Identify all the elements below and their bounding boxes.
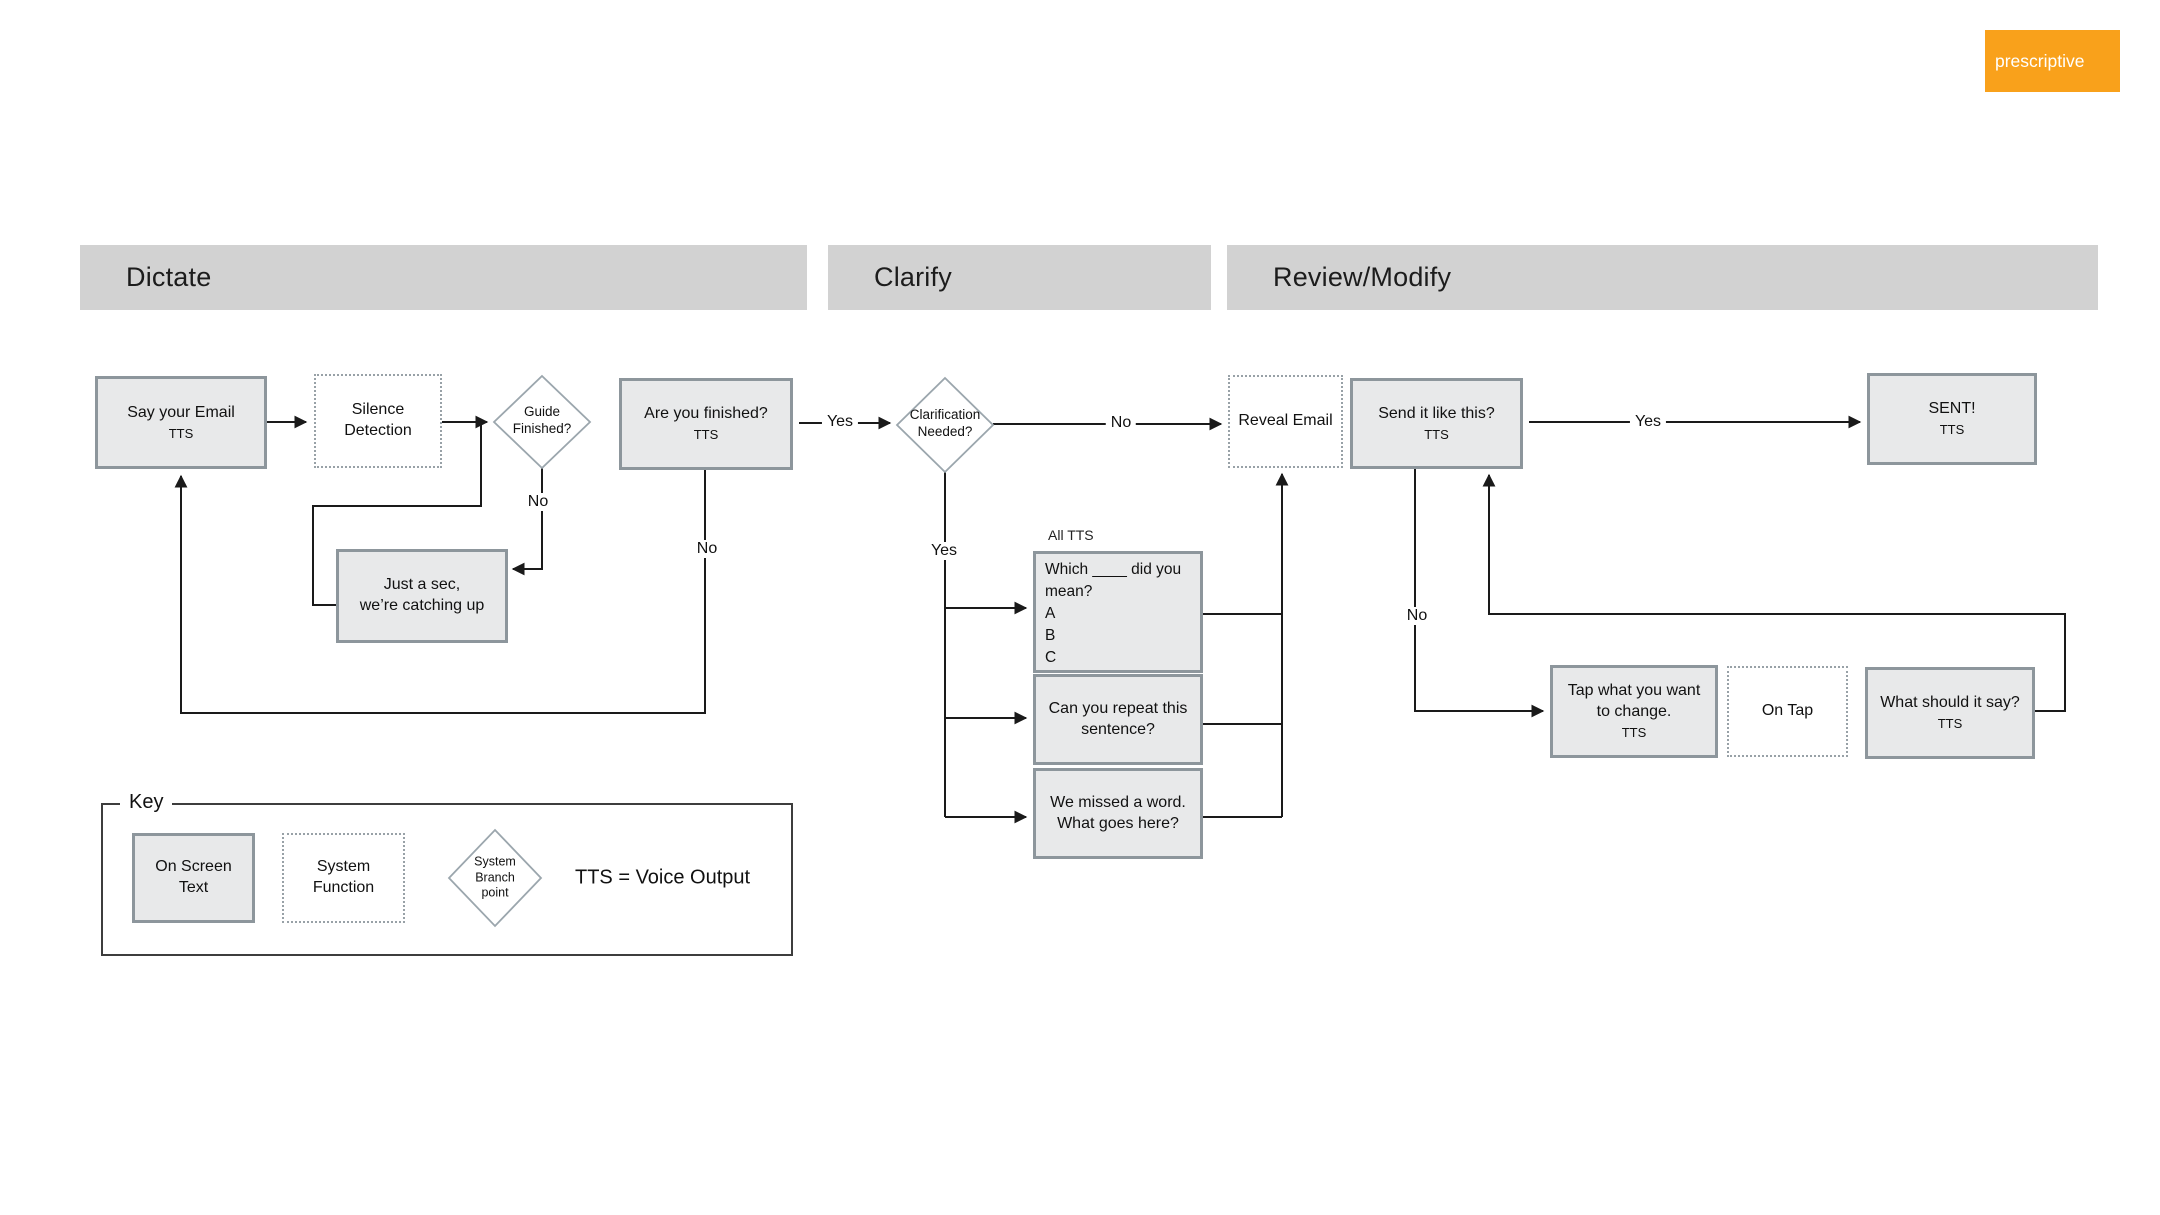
node-send-it-like-this: Send it like this? TTS bbox=[1350, 378, 1523, 469]
node-which-did-you-mean: Which ____ did you mean? A B C bbox=[1033, 551, 1203, 673]
node-can-you-repeat: Can you repeat this sentence? bbox=[1033, 674, 1203, 765]
node-title: Are you finished? bbox=[644, 405, 768, 423]
guide-finished-diamond bbox=[492, 374, 592, 470]
edge-label-guide-no: No bbox=[522, 493, 554, 511]
node-title: System Function bbox=[312, 858, 375, 896]
node-title: Just a sec, we’re catching up bbox=[359, 576, 485, 614]
node-title: Which ____ did you mean? A B C bbox=[1045, 561, 1182, 666]
key-system-function: System Function bbox=[282, 833, 405, 923]
prescriptive-badge: prescriptive bbox=[1985, 30, 2120, 92]
phase-bar-clarify: Clarify bbox=[828, 245, 1211, 310]
edge-label-clarification-no: No bbox=[1105, 414, 1137, 432]
node-title: Send it like this? bbox=[1378, 404, 1495, 422]
node-title: What should it say? bbox=[1880, 694, 2020, 712]
tts-label: TTS bbox=[1937, 716, 1963, 732]
key-on-screen-text: On Screen Text bbox=[132, 833, 255, 923]
node-silence-detection: Silence Detection bbox=[314, 374, 442, 468]
edge-label-send-no: No bbox=[1401, 607, 1433, 625]
node-tap-what-you-want: Tap what you want to change. TTS bbox=[1550, 665, 1718, 758]
node-sent: SENT! TTS bbox=[1867, 373, 2037, 465]
edge-guide-no bbox=[511, 468, 543, 576]
guide-finished-label: Guide Finished? bbox=[512, 404, 572, 436]
tts-label: TTS bbox=[693, 427, 719, 443]
node-just-a-sec: Just a sec, we’re catching up bbox=[336, 549, 508, 643]
node-title: Tap what you want to change. bbox=[1567, 682, 1701, 721]
node-what-should-it-say: What should it say? TTS bbox=[1865, 667, 2035, 759]
key-branch-point-label: System Branch point bbox=[474, 854, 516, 900]
edge-label-clarification-yes: Yes bbox=[925, 542, 963, 560]
node-title: Say your Email bbox=[127, 403, 235, 421]
edge-label-finished-yes: Yes bbox=[821, 413, 859, 431]
clarification-needed-label: Clarification Needed? bbox=[909, 407, 981, 439]
node-title: SENT! bbox=[1928, 400, 1976, 418]
tts-label: TTS bbox=[1424, 426, 1449, 442]
edge-finished-no-loop bbox=[174, 470, 706, 714]
node-reveal-email: Reveal Email bbox=[1228, 375, 1343, 468]
edge-send-no bbox=[1414, 469, 1545, 718]
clarification-needed-diamond bbox=[895, 376, 995, 474]
tts-label: TTS bbox=[1939, 422, 1965, 438]
edge-label-finished-no: No bbox=[691, 540, 723, 558]
tts-label: TTS bbox=[1621, 725, 1647, 741]
edge-label-send-yes: Yes bbox=[1629, 413, 1667, 431]
node-say-your-email: Say your Email TTS bbox=[95, 376, 267, 469]
node-title: On Screen Text bbox=[155, 858, 232, 896]
node-title: Can you repeat this sentence? bbox=[1048, 699, 1188, 738]
node-on-tap: On Tap bbox=[1727, 666, 1848, 757]
key-box bbox=[101, 803, 793, 956]
key-branch-diamond bbox=[447, 828, 543, 928]
node-title: Reveal Email bbox=[1238, 412, 1333, 430]
tts-label: TTS bbox=[168, 425, 194, 441]
edge-justasec-return bbox=[312, 423, 482, 606]
node-title: On Tap bbox=[1761, 702, 1814, 720]
phase-bar-review-modify: Review/Modify bbox=[1227, 245, 2098, 310]
edge-whatsay-return bbox=[1482, 473, 2066, 712]
node-are-you-finished: Are you finished? TTS bbox=[619, 378, 793, 470]
node-title: We missed a word. What goes here? bbox=[1050, 793, 1186, 832]
node-title: Silence Detection bbox=[344, 401, 412, 439]
all-tts-label: All TTS bbox=[1048, 527, 1094, 543]
phase-bar-dictate: Dictate bbox=[80, 245, 807, 310]
key-tts-note: TTS = Voice Output bbox=[575, 866, 751, 889]
key-legend: Key bbox=[120, 791, 173, 814]
node-we-missed-a-word: We missed a word. What goes here? bbox=[1033, 768, 1203, 859]
